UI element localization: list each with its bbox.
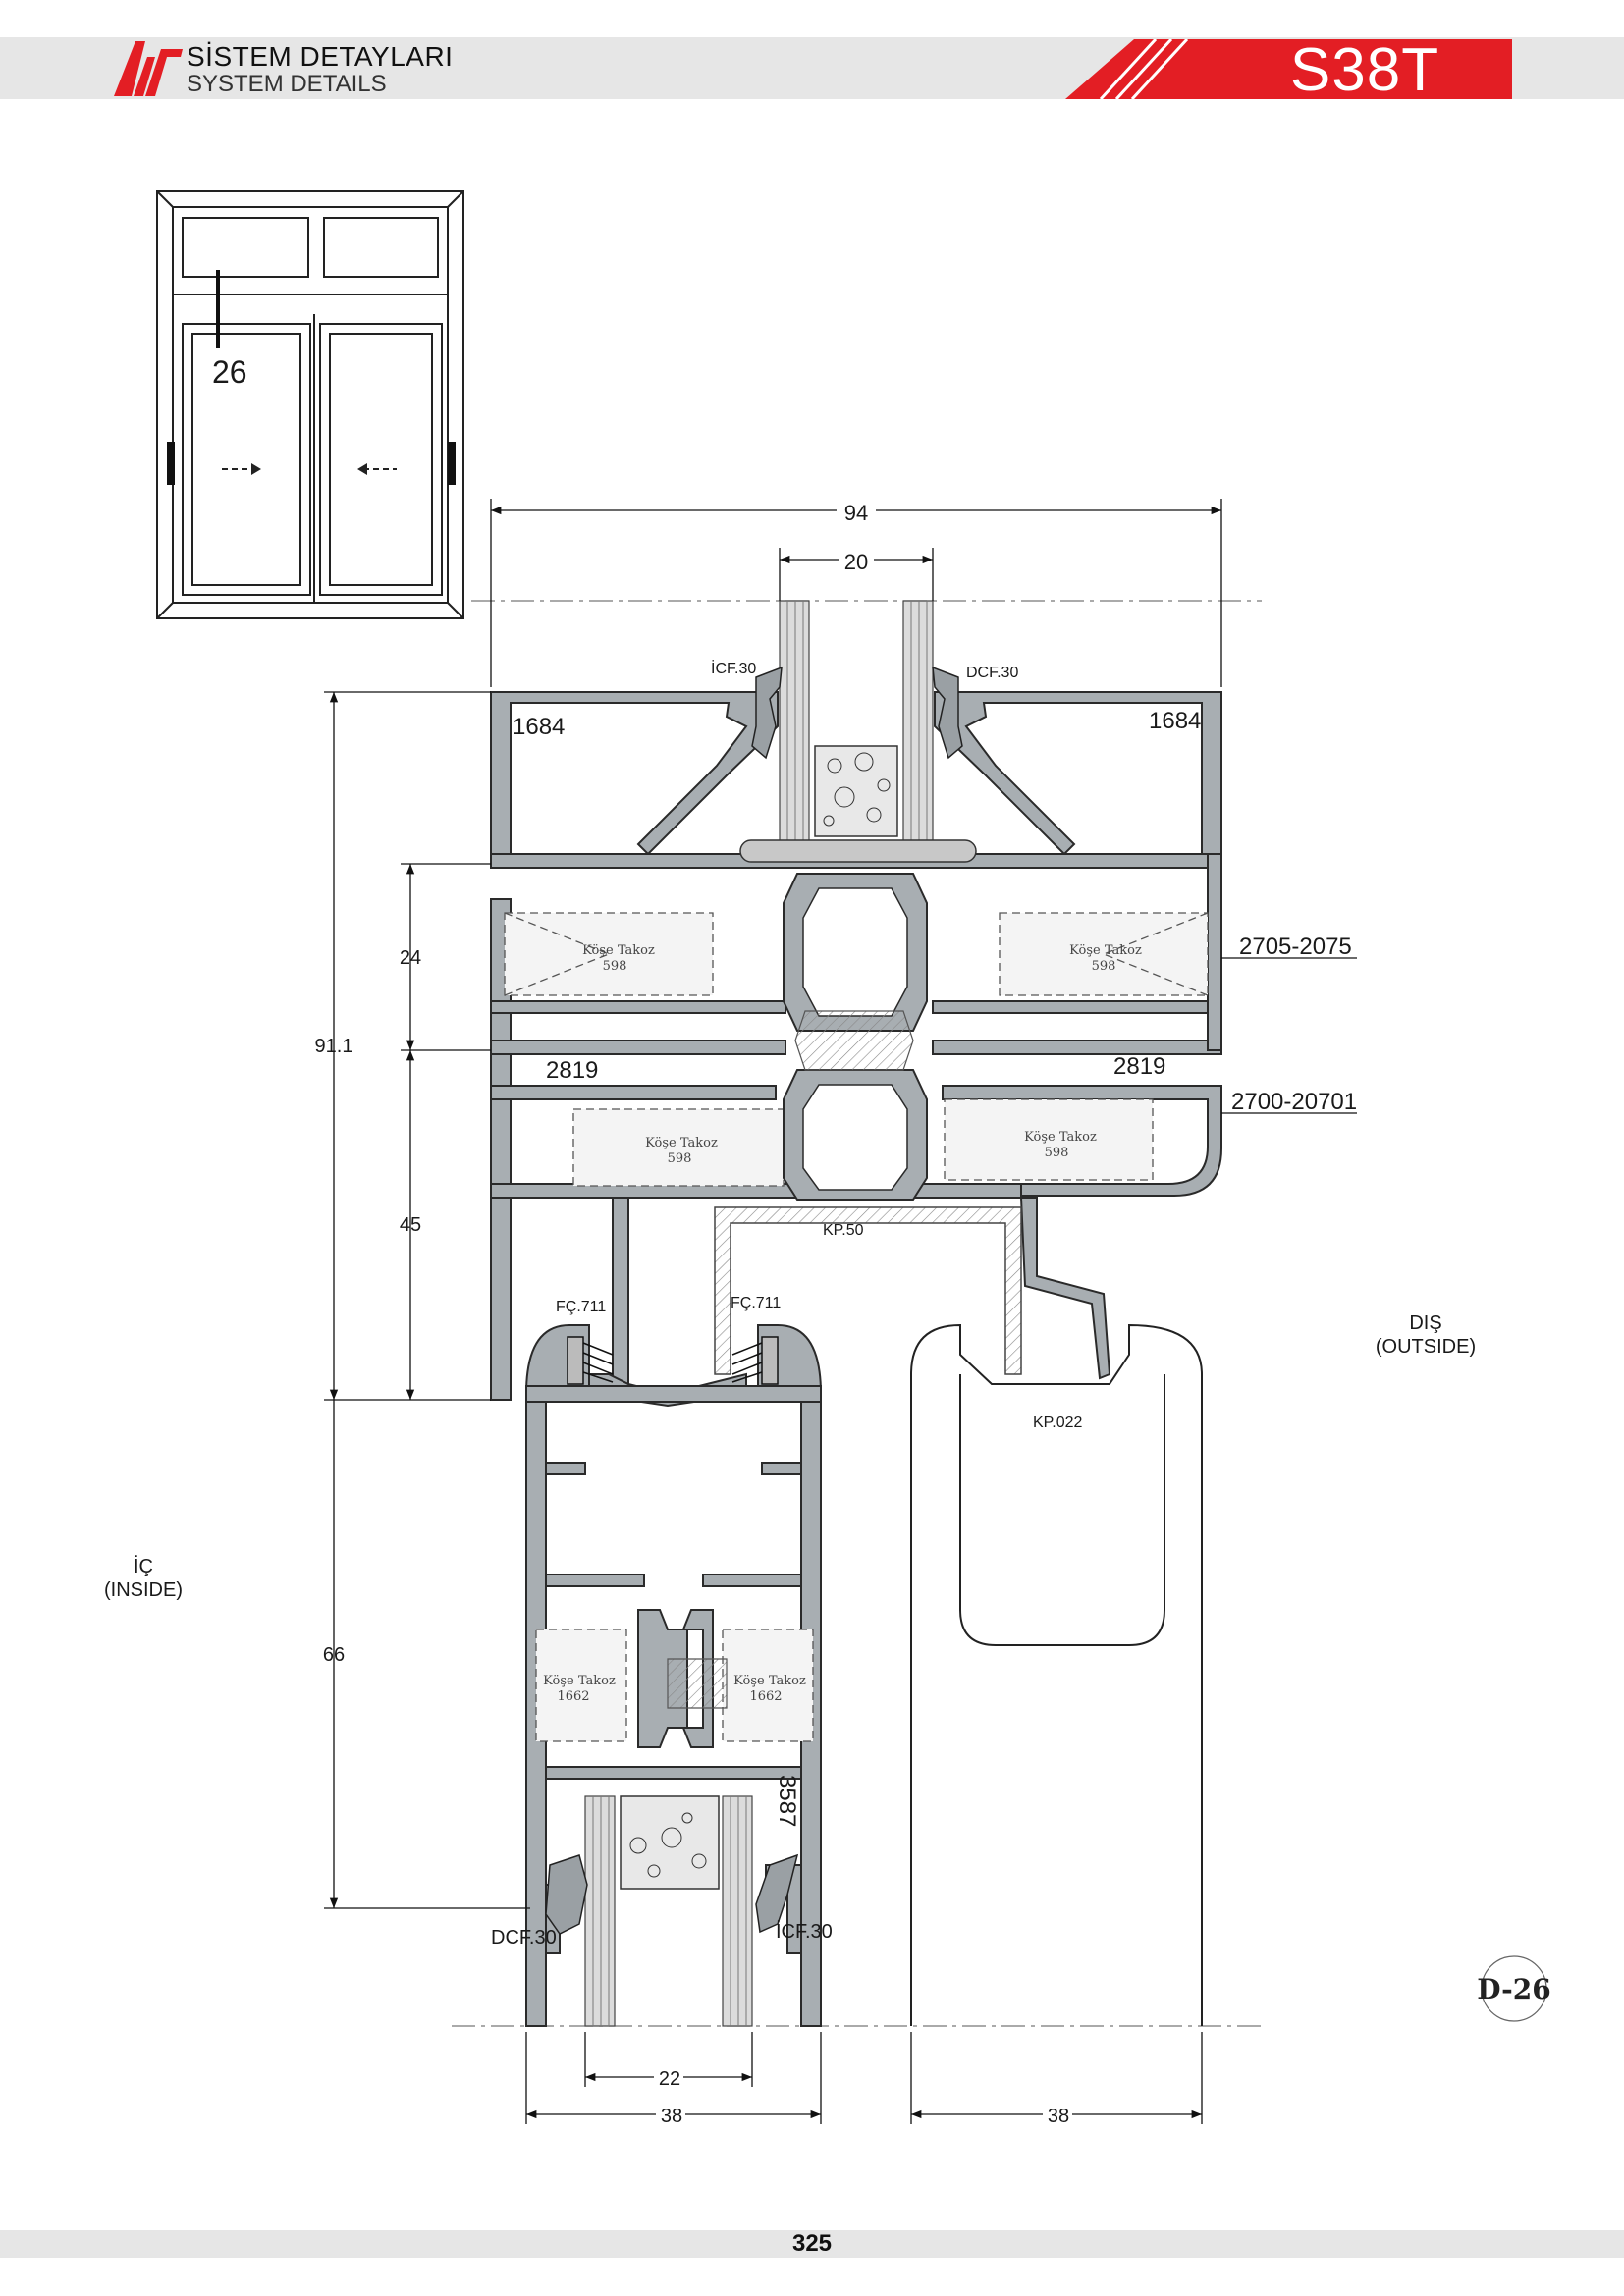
system-code-badge [1065, 39, 1512, 99]
sash-profile [525, 1324, 822, 2027]
svg-text:598: 598 [668, 1151, 692, 1166]
dim-fixed-width: 38 [1048, 2106, 1069, 2127]
svg-text:Köşe Takoz: Köşe Takoz [1069, 943, 1142, 958]
header-title-tr: SİSTEM DETAYLARI [187, 41, 454, 72]
svg-text:Köşe Takoz: Köşe Takoz [733, 1674, 806, 1688]
dimension-texts: 94 20 91.1 24 45 66 22 38 38 [315, 497, 1072, 2127]
dim-total-height: 91.1 [315, 1036, 353, 1057]
side-labels: İÇ (INSIDE) DIŞ (OUTSIDE) [104, 1312, 1476, 1601]
corner-block-1662-labels: Köşe Takoz 1662 Köşe Takoz 1662 [543, 1674, 806, 1704]
corner-blocks-598 [504, 912, 1209, 1187]
gasket-icf-top: İCF.30 [711, 659, 756, 677]
thermal-break [783, 873, 928, 1201]
gasket-dcf-bottom: DCF.30 [491, 1927, 557, 1949]
profile-1684-left: 1684 [513, 714, 565, 740]
system-code: S38T [1289, 36, 1440, 104]
sash-thermal-break [667, 1658, 728, 1709]
svg-text:598: 598 [603, 959, 627, 974]
corner-blocks-1662 [535, 1629, 814, 1742]
detail-code: D-26 [1477, 1973, 1550, 2005]
svg-text:598: 598 [1045, 1146, 1069, 1160]
footer-band [0, 2230, 1624, 2258]
dim-overall-width: 94 [844, 501, 868, 525]
header-title-en: SYSTEM DETAILS [187, 71, 387, 97]
svg-text:Köşe Takoz: Köşe Takoz [582, 943, 655, 958]
dim-h1: 24 [400, 947, 421, 969]
fixed-panel-outline [910, 1323, 1203, 2026]
svg-text:1662: 1662 [557, 1689, 589, 1704]
corner-block-labels: Köşe Takoz 598 Köşe Takoz 598 Köşe Takoz… [582, 943, 1142, 1166]
top-glazing [739, 600, 977, 863]
profile-2700: 2700-20701 [1231, 1089, 1357, 1115]
profile-labels: 1684 1684 2705-2075 2819 2819 2700-20701… [513, 708, 1357, 1827]
profile-2705: 2705-2075 [1239, 934, 1352, 960]
outside-label-en: (OUTSIDE) [1376, 1336, 1476, 1358]
dim-glass-bottom: 22 [659, 2068, 680, 2090]
arrow-left-icon [357, 463, 367, 475]
handle-left-icon [167, 442, 175, 485]
brand-logo [114, 41, 183, 96]
dim-sash-width: 38 [661, 2106, 682, 2127]
dim-h2: 45 [400, 1214, 421, 1236]
dimension-lines [324, 499, 1357, 2124]
profile-2819-left: 2819 [546, 1057, 598, 1084]
svg-text:598: 598 [1092, 959, 1116, 974]
svg-text:Köşe Takoz: Köşe Takoz [645, 1136, 718, 1150]
detail-code-circle [1481, 1955, 1547, 2022]
bottom-glazing [584, 1795, 753, 2027]
gasket-kp022: KP.022 [1033, 1415, 1083, 1431]
gasket-labels: İCF.30 DCF.30 KP.50 FÇ.711 FÇ.711 KP.022… [491, 659, 1083, 1949]
profile-2819-right: 2819 [1113, 1053, 1165, 1080]
gaskets-bottom [545, 1853, 799, 1935]
fixed-panel-inner [959, 1374, 1165, 1646]
profile-1684-right: 1684 [1149, 708, 1201, 734]
inside-label-en: (INSIDE) [104, 1579, 183, 1601]
svg-text:Köşe Takoz: Köşe Takoz [1024, 1130, 1097, 1145]
svg-text:1662: 1662 [749, 1689, 782, 1704]
gasket-fc-right: FÇ.711 [731, 1295, 781, 1311]
gasket-kp50: KP.50 [823, 1222, 864, 1239]
svg-text:Köşe Takoz: Köşe Takoz [543, 1674, 616, 1688]
dim-sash-height: 66 [323, 1644, 345, 1666]
kp50-track [714, 1206, 1022, 1375]
inside-label-tr: İÇ [134, 1555, 153, 1577]
gasket-dcf-top: DCF.30 [966, 665, 1018, 681]
page-number: 325 [791, 2230, 833, 2257]
handle-right-icon [448, 442, 456, 485]
profile-3587: 3587 [774, 1775, 800, 1827]
brush-seals [567, 1336, 779, 1385]
arrow-right-icon [251, 463, 261, 475]
gasket-icf-bottom: İCF.30 [776, 1920, 833, 1943]
window-thumbnail [156, 190, 464, 619]
section-number: 26 [212, 354, 247, 390]
outside-label-tr: DIŞ [1409, 1312, 1441, 1334]
dim-glass-top: 20 [844, 550, 868, 574]
gaskets-top [751, 666, 963, 760]
gasket-fc-left: FÇ.711 [556, 1299, 606, 1315]
